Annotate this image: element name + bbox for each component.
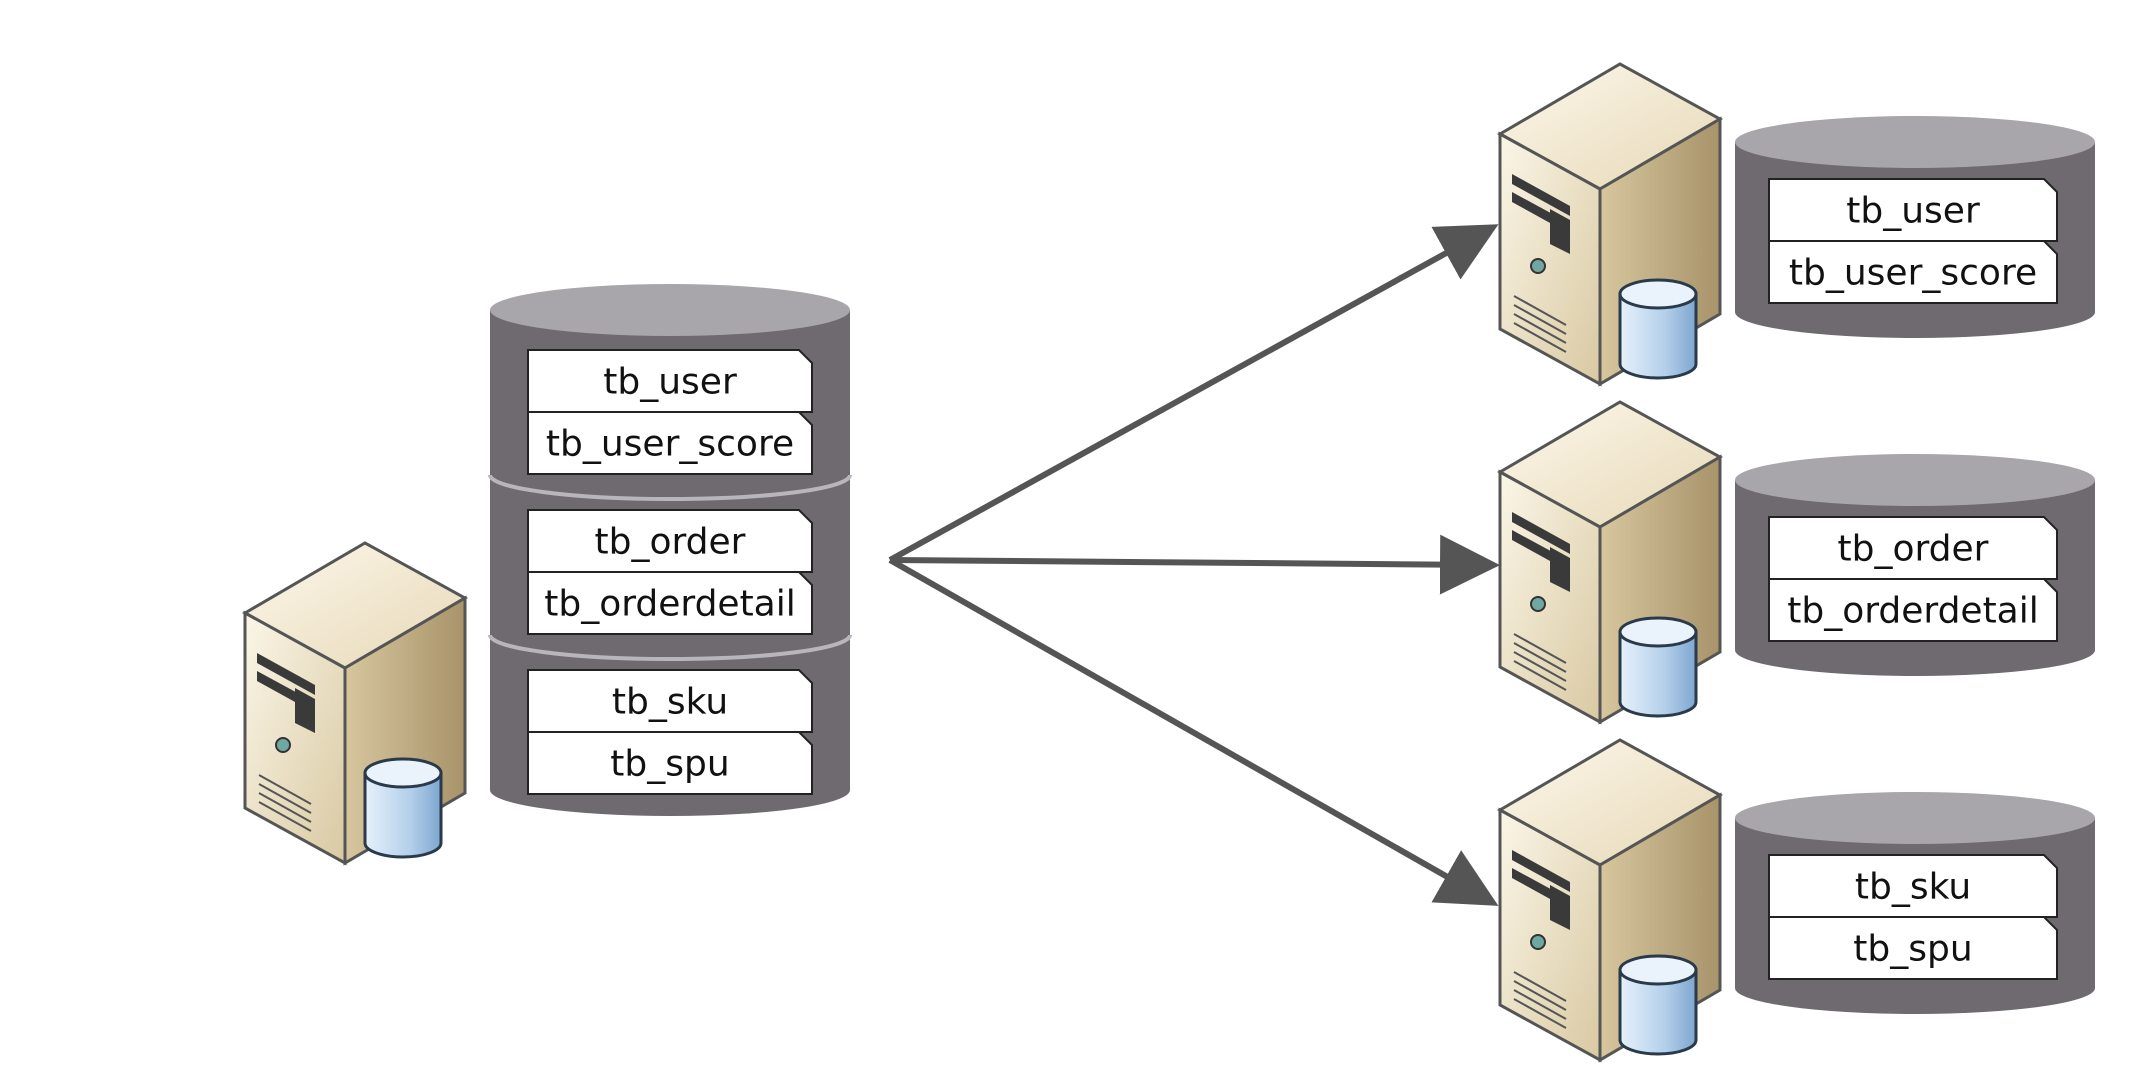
source-server-icon-bay-1 <box>257 653 315 695</box>
source-table-2-1: tb_order <box>527 509 813 573</box>
target-server-icon-3-database-icon <box>1618 954 1698 1056</box>
target-server-icon-3-vent-2 <box>1513 980 1567 1011</box>
target-server-icon-2-front <box>1498 469 1602 725</box>
target-server-icon-2-bay-3 <box>1550 547 1570 592</box>
source-server-icon-vent-1 <box>258 774 312 805</box>
target-cylinder-2-top <box>1735 454 2095 506</box>
source-server-icon-front <box>243 610 347 866</box>
source-table-1-2-label: tb_user_score <box>546 424 794 465</box>
target-server-icon-2-vent-1 <box>1513 633 1567 664</box>
target-server-icon-1-front <box>1498 131 1602 387</box>
target-table-3-1-box <box>1768 854 2058 918</box>
arrows-layer <box>888 224 1500 906</box>
target-server-icon-1-database-icon <box>1618 278 1698 380</box>
target-table-3-1-label: tb_sku <box>1855 867 1971 908</box>
target-server-icon-2-vent-4 <box>1513 660 1567 691</box>
target-server-icon-3-vent-3 <box>1513 989 1567 1020</box>
target-cylinder-3-top <box>1735 792 2095 844</box>
target-server-icon-3-bay-1 <box>1512 850 1570 892</box>
source-separator-1 <box>488 474 852 501</box>
target-table-1-1: tb_user <box>1768 178 2058 242</box>
target-table-1-2-box <box>1768 240 2058 304</box>
source-table-3-2: tb_spu <box>527 731 813 795</box>
target-server-icon-1-vent-1 <box>1513 295 1567 326</box>
servers-layer <box>241 62 1724 1063</box>
source-table-1-2: tb_user_score <box>527 411 813 475</box>
source-server-icon-power <box>275 737 291 753</box>
source-table-2-1-box <box>527 509 813 573</box>
tables-layer: tb_user tb_user_score tb_order tb_orderdeta… <box>527 178 2058 980</box>
target-table-1-2-label: tb_user_score <box>1789 253 2037 294</box>
target-table-3-1: tb_sku <box>1768 854 2058 918</box>
target-table-1-2: tb_user_score <box>1768 240 2058 304</box>
target-server-icon-1-vent-3 <box>1513 313 1567 344</box>
target-server-icon-3 <box>1496 738 1724 1063</box>
source-table-3-1-label: tb_sku <box>612 682 728 723</box>
source-server-icon-vent-4 <box>258 801 312 832</box>
target-server-icon-1 <box>1496 62 1724 387</box>
arrow-to-target-3 <box>888 557 1499 906</box>
target-server-icon-2-power <box>1530 596 1546 612</box>
target-server-icon-3-vent-4 <box>1513 998 1567 1029</box>
target-server-icon-1-bay-1 <box>1512 174 1570 216</box>
target-table-2-1-box <box>1768 516 2058 580</box>
source-table-1-1: tb_user <box>527 349 813 413</box>
target-table-3-2-label: tb_spu <box>1853 929 1972 970</box>
target-server-icon-1-power <box>1530 258 1546 274</box>
target-server-icon-3-power <box>1530 934 1546 950</box>
target-server-icon-2 <box>1496 400 1724 725</box>
source-cylinder-top <box>490 284 850 336</box>
target-server-icon-1-bay-3 <box>1550 209 1570 254</box>
source-table-1-1-box <box>527 349 813 413</box>
target-server-icon-3-vent-1 <box>1513 971 1567 1002</box>
source-table-2-2-label: tb_orderdetail <box>544 584 796 625</box>
target-table-3-2-box <box>1768 916 2058 980</box>
source-table-3-1-box <box>527 669 813 733</box>
target-server-icon-1-vent-2 <box>1513 304 1567 335</box>
source-server-icon-database-icon <box>363 757 443 859</box>
target-table-1-1-box <box>1768 178 2058 242</box>
target-table-2-1: tb_order <box>1768 516 2058 580</box>
target-table-3-2: tb_spu <box>1768 916 2058 980</box>
source-table-3-2-box <box>527 731 813 795</box>
target-server-icon-2-bay-1 <box>1512 512 1570 554</box>
target-server-icon-1-vent-4 <box>1513 322 1567 353</box>
target-table-2-2-box <box>1768 578 2058 642</box>
source-table-1-2-box <box>527 411 813 475</box>
source-separator-2 <box>488 634 852 661</box>
target-server-icon-3-front <box>1498 807 1602 1063</box>
target-table-1-1-label: tb_user <box>1846 191 1980 232</box>
source-table-2-2: tb_orderdetail <box>527 571 813 635</box>
target-server-icon-2-database-icon <box>1618 616 1698 718</box>
source-server-icon <box>241 541 469 866</box>
target-server-icon-2-vent-3 <box>1513 651 1567 682</box>
source-table-2-1-label: tb_order <box>595 522 746 563</box>
source-server-icon-vent-2 <box>258 783 312 814</box>
target-server-icon-2-vent-2 <box>1513 642 1567 673</box>
target-table-2-2-label: tb_orderdetail <box>1787 591 2039 632</box>
source-table-1-1-label: tb_user <box>603 362 737 403</box>
source-table-2-2-box <box>527 571 813 635</box>
source-server-icon-bay-3 <box>295 688 315 733</box>
arrow-to-target-1 <box>888 224 1499 563</box>
arrow-to-target-2 <box>889 534 1500 595</box>
target-cylinder-1-top <box>1735 116 2095 168</box>
target-table-2-2: tb_orderdetail <box>1768 578 2058 642</box>
source-table-3-1: tb_sku <box>527 669 813 733</box>
source-server-icon-vent-3 <box>258 792 312 823</box>
target-table-2-1-label: tb_order <box>1838 529 1989 570</box>
target-server-icon-3-bay-3 <box>1550 885 1570 930</box>
source-table-3-2-label: tb_spu <box>610 744 729 785</box>
